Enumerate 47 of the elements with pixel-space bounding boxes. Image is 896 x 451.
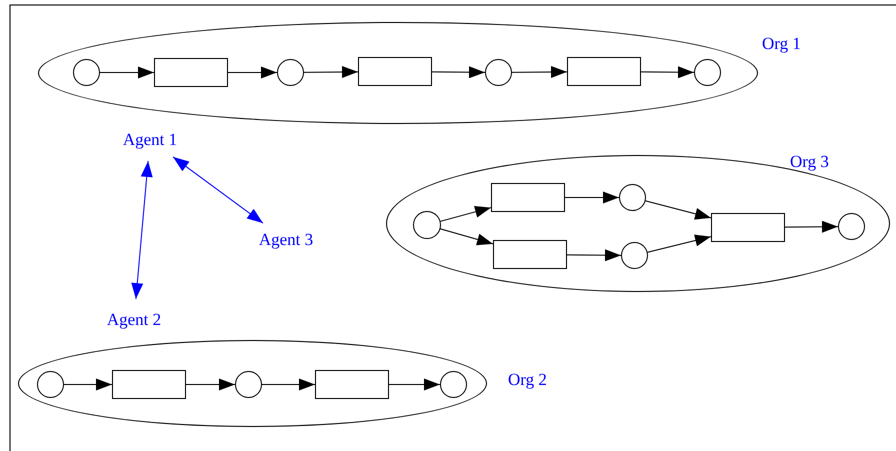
arrow [512,66,568,78]
arrow [186,378,236,390]
arrow [440,206,492,222]
organization-ellipse [18,340,487,427]
transition-box [315,370,389,399]
transition-box [567,57,641,86]
arrow [645,200,712,220]
transition-box [491,183,565,212]
arrow [262,378,316,390]
place-circle [838,213,865,240]
place-circle [694,59,721,86]
arrow [64,378,112,390]
organization-label: Org 3 [790,151,829,173]
agent-label: Agent 1 [113,129,187,151]
place-circle [235,371,262,398]
organization-label: Org 2 [508,369,547,391]
organization-ellipse [386,155,890,292]
arrow [131,160,153,300]
place-circle [73,59,100,86]
organization-ellipse [38,22,758,124]
arrow [647,234,712,253]
place-circle [440,371,467,398]
arrow [100,66,154,78]
place-circle [485,59,512,86]
arrow [784,220,838,233]
arrow [388,378,440,390]
arrow [432,66,486,78]
place-circle [413,211,441,239]
arrow [228,66,278,78]
arrow [566,249,622,262]
arrow [640,66,694,78]
arrow [304,66,358,78]
agent-label: Agent 2 [97,309,171,331]
transition-box [154,58,228,87]
place-circle [37,371,64,398]
transition-box [358,57,432,86]
place-circle [277,59,304,86]
organization-label: Org 1 [762,33,801,55]
arrow [440,228,494,246]
agent-label: Agent 3 [249,229,323,251]
place-circle [621,242,648,269]
arrow [564,192,620,204]
transition-box [711,213,785,242]
arrow [172,156,264,224]
transition-box [493,240,567,269]
place-circle [619,184,646,211]
transition-box [112,370,186,399]
